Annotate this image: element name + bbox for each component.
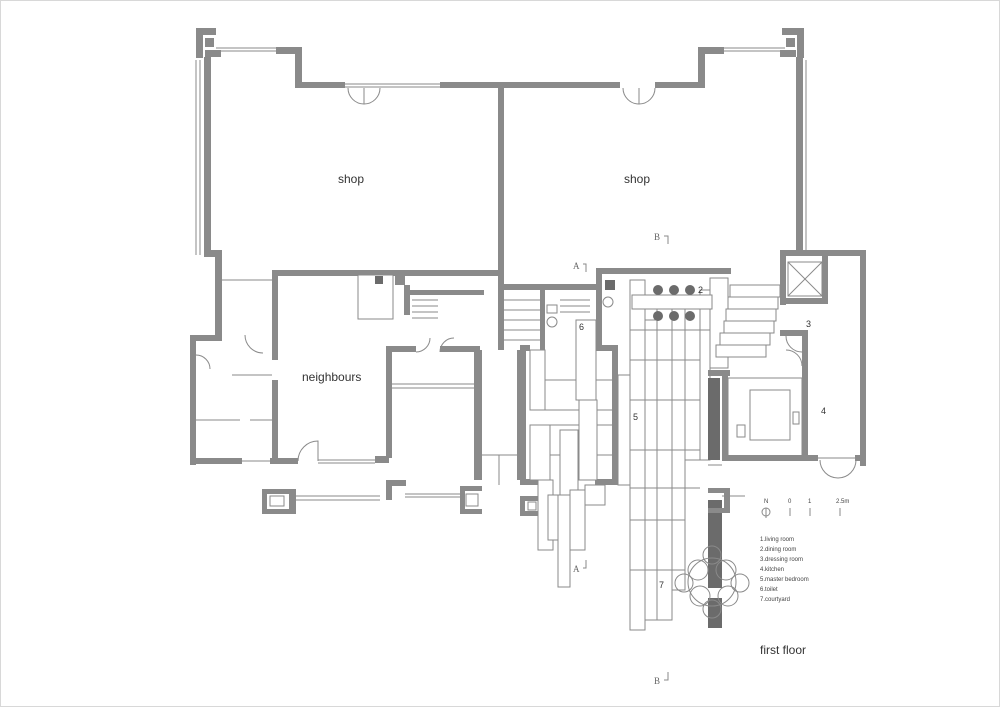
room-label-shop-right: shop xyxy=(624,172,650,186)
scale-label-0: 0 xyxy=(788,499,792,505)
legend-item: 4.kitchen xyxy=(760,567,784,573)
room-number-4: 4 xyxy=(821,406,826,416)
section-mark-b-top: B xyxy=(654,232,669,244)
svg-text:A: A xyxy=(573,564,580,574)
neighbours-walls xyxy=(190,270,521,514)
section-mark-b-bottom: B xyxy=(654,672,669,686)
svg-text:B: B xyxy=(654,676,660,686)
scale-bar: 0 1 2.5m xyxy=(788,499,849,516)
legend-item: 1.living room xyxy=(760,537,794,543)
svg-text:A: A xyxy=(573,261,580,271)
room-number-5: 5 xyxy=(633,412,638,422)
drawing-title: first floor xyxy=(760,643,806,657)
legend-item: 5.master bedroom xyxy=(760,577,809,583)
room-label-neighbours: neighbours xyxy=(302,370,361,384)
room-number-2: 2 xyxy=(698,285,703,295)
svg-text:B: B xyxy=(654,232,660,242)
north-label: N xyxy=(764,499,768,505)
legend: 1.living room 2.dining room 3.dressing r… xyxy=(760,537,809,603)
legend-item: 3.dressing room xyxy=(760,557,803,563)
room-number-3: 3 xyxy=(806,319,811,329)
room-number-6: 6 xyxy=(579,322,584,332)
room-label-shop-left: shop xyxy=(338,172,364,186)
section-mark-a-top: A xyxy=(573,261,587,272)
scale-label-1: 1 xyxy=(808,499,812,505)
plank-paving xyxy=(529,277,781,631)
toilet-stair-walls xyxy=(498,274,618,516)
legend-item: 6.toilet xyxy=(760,587,778,593)
legend-item: 2.dining room xyxy=(760,547,796,553)
section-mark-a-bottom: A xyxy=(573,560,587,574)
shops-walls xyxy=(195,28,866,335)
legend-item: 7.courtyard xyxy=(760,597,790,603)
north-arrow: N xyxy=(761,499,771,518)
tree xyxy=(674,545,750,619)
scale-label-2-5m: 2.5m xyxy=(836,499,849,505)
room-number-7: 7 xyxy=(659,580,664,590)
